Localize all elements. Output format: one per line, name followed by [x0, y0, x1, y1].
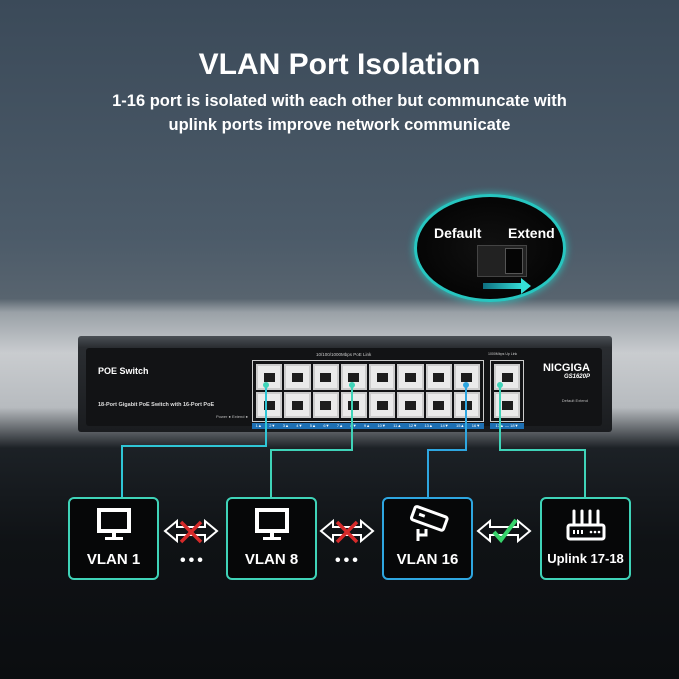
monitor-icon — [70, 499, 157, 551]
port-labels: 1▲ 2▼ 3▲ 4▼ 5▲ 6▼ 7▲ 8▼ 9▲ 10▼ 11▲ 12▼ 13▲ 14▼ 15▲ 16▼ — [252, 423, 484, 429]
camera-icon — [384, 499, 471, 551]
allowed-arrow-icon — [476, 518, 532, 544]
subtitle-line-2: uplink ports improve network communicate — [168, 116, 511, 134]
port-label: 4▼ — [296, 423, 303, 428]
ethernet-port — [425, 392, 452, 418]
vlan-1-box: VLAN 1 — [68, 497, 159, 580]
port-label: 11▲ — [393, 423, 402, 428]
page-title: VLAN Port Isolation — [198, 48, 481, 81]
led-labels: Power ● Extend ● — [216, 414, 248, 419]
line-uplink — [499, 385, 586, 497]
line-vlan8 — [270, 385, 353, 497]
ethernet-port — [312, 364, 339, 390]
port-label: 10▼ — [377, 423, 386, 428]
blocked-arrow-icon — [163, 518, 219, 544]
port-label: 13▲ — [424, 423, 433, 428]
ethernet-port — [425, 364, 452, 390]
front-panel: POE Switch 18-Port Gigabit PoE Switch wi… — [86, 348, 602, 429]
ethernet-port — [369, 392, 396, 418]
device-description: 18-Port Gigabit PoE Switch with 16-Port … — [98, 402, 215, 408]
poe-ports — [252, 360, 484, 422]
line-vlan16 — [427, 385, 467, 497]
ethernet-port — [369, 364, 396, 390]
subtitle-line-1: 1-16 port is isolated with each other bu… — [112, 92, 567, 110]
vlan-16-box: VLAN 16 — [382, 497, 473, 580]
ellipsis: ••• — [335, 552, 361, 569]
port-label: 7▲ — [336, 423, 344, 428]
mode-toggle — [477, 245, 527, 277]
port-label: 1▲ — [255, 423, 262, 428]
arrow-right-icon — [483, 278, 531, 294]
ethernet-port — [312, 392, 339, 418]
mode-switch-labels: Default Extend — [561, 398, 588, 403]
ethernet-port — [284, 392, 311, 418]
ethernet-port — [397, 392, 424, 418]
ellipsis: ••• — [180, 552, 206, 569]
uplink-ports — [490, 360, 524, 422]
default-label: Default — [434, 225, 482, 241]
ethernet-port — [340, 392, 367, 418]
port-label: 2▼ — [269, 423, 276, 428]
line-vlan1 — [121, 385, 267, 497]
ethernet-port — [256, 392, 283, 418]
ethernet-port — [284, 364, 311, 390]
port-label: 9▲ — [363, 423, 371, 428]
device-name: POE Switch — [98, 366, 149, 376]
port-label: 5▲ — [309, 423, 316, 428]
poe-switch-device: POE Switch 18-Port Gigabit PoE Switch wi… — [78, 336, 612, 432]
router-icon — [542, 499, 629, 551]
port-group-label: 10/100/1000Mbps PoE Link — [316, 352, 372, 357]
monitor-icon — [228, 499, 315, 551]
uplink-label: 1000Mbps Up Link — [488, 352, 518, 356]
uplink-port-labels: 17▲ — 18▼ — [490, 423, 524, 429]
port-label: 15▲ — [455, 423, 465, 428]
mode-switch-inset: Default Extend — [414, 194, 566, 302]
port-label: 14▼ — [440, 423, 449, 428]
port-label: 6▼ — [323, 423, 330, 428]
blocked-arrow-icon — [319, 518, 375, 544]
port-label: 3▲ — [282, 423, 289, 428]
ethernet-port — [397, 364, 424, 390]
port-label: 8▼ — [350, 423, 357, 428]
vlan-8-box: VLAN 8 — [226, 497, 317, 580]
uplink-box: Uplink 17-18 — [540, 497, 631, 580]
ethernet-port — [256, 364, 283, 390]
extend-label: Extend — [508, 225, 555, 241]
port-label: 16▼ — [471, 423, 481, 428]
port-label: 12▼ — [408, 423, 418, 428]
